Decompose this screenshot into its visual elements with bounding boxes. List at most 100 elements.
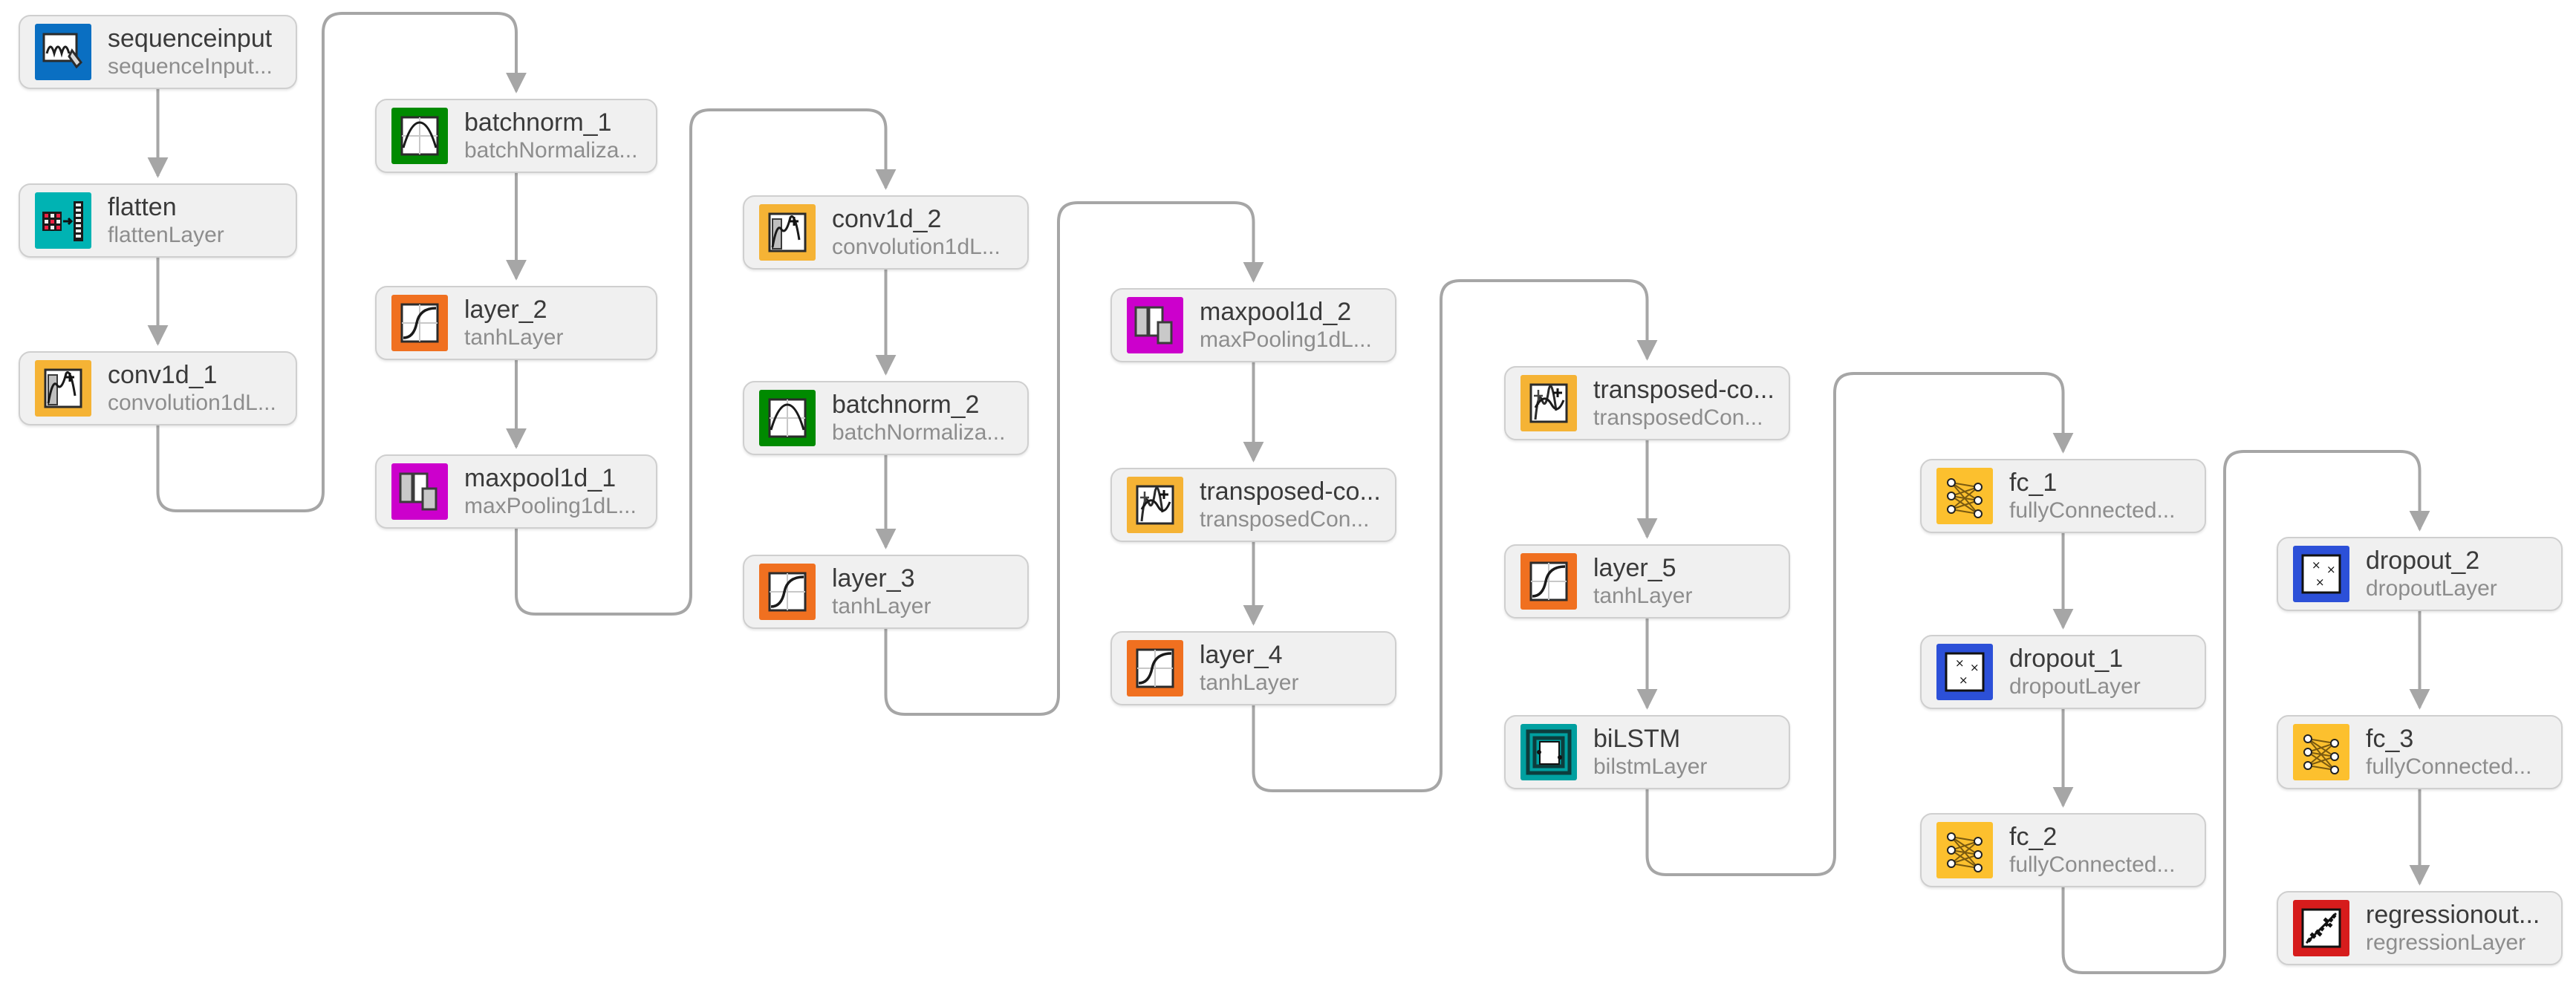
layer-node-subtitle: tanhLayer: [1593, 584, 1693, 609]
layer-node-subtitle: dropoutLayer: [2009, 674, 2141, 699]
layer-node-subtitle: transposedCon...: [1593, 405, 1763, 431]
layer-node-title: batchnorm_1: [464, 108, 612, 137]
layer-node-subtitle: fullyConnected...: [2366, 754, 2532, 780]
layer-node-subtitle: bilstmLayer: [1593, 754, 1708, 780]
layer-node-title: fc_3: [2366, 725, 2414, 754]
svg-text:×: ×: [1970, 661, 1980, 674]
edge-connector: [515, 108, 897, 616]
layer-node-subtitle: convolution1dL...: [832, 235, 1001, 260]
layer-node-subtitle: tanhLayer: [464, 325, 564, 350]
layer-node-title: transposed-co...: [1200, 477, 1379, 506]
layer-node-transposed_conv_2[interactable]: transposed-co...transposedCon...: [1504, 366, 1790, 440]
layer-node-title: dropout_2: [2366, 546, 2480, 575]
layer-node-title: maxpool1d_1: [464, 464, 617, 493]
layer-node-title: conv1d_1: [108, 361, 218, 390]
dropout-icon: ×××: [1936, 644, 1993, 700]
tanh-icon: [1127, 640, 1183, 696]
layer-node-subtitle: transposedCon...: [1200, 507, 1370, 532]
layer-node-subtitle: maxPooling1dL...: [1200, 327, 1372, 353]
svg-text:×: ×: [2315, 575, 2325, 589]
layer-node-title: layer_2: [464, 296, 547, 324]
layer-node-title: biLSTM: [1593, 725, 1681, 754]
fully-connected-icon: [1936, 468, 1993, 524]
layer-node-title: regressionout...: [2366, 901, 2540, 930]
layer-node-title: layer_4: [1200, 641, 1283, 670]
layer-node-subtitle: batchNormaliza...: [832, 420, 1006, 446]
tanh-icon: [391, 295, 448, 351]
layer-node-transposed_conv_1[interactable]: transposed-co...transposedCon...: [1110, 468, 1396, 542]
layer-node-title: maxpool1d_2: [1200, 298, 1352, 327]
transposed-conv-icon: [1127, 477, 1183, 533]
layer-node-title: layer_5: [1593, 554, 1676, 583]
batchnorm-icon: [759, 390, 816, 446]
layer-node-title: conv1d_2: [832, 205, 942, 234]
convolution-icon: [759, 204, 816, 261]
layer-node-subtitle: flattenLayer: [108, 223, 224, 248]
layer-node-labels: transposed-co...transposedCon...: [1593, 375, 1772, 431]
layer-node-subtitle: tanhLayer: [832, 594, 931, 619]
layer-node-title: sequenceinput: [108, 25, 273, 53]
tanh-icon: [1520, 553, 1577, 610]
edge-connector: [1645, 372, 2074, 876]
bilstm-icon: [1520, 724, 1577, 780]
layer-node-subtitle: sequenceInput...: [108, 54, 273, 79]
layer-node-title: transposed-co...: [1593, 376, 1772, 405]
layer-node-title: batchnorm_2: [832, 391, 980, 420]
layer-node-subtitle: convolution1dL...: [108, 391, 276, 416]
layer-node-subtitle: fullyConnected...: [2009, 498, 2176, 523]
layer-node-subtitle: regressionLayer: [2366, 930, 2526, 956]
transposed-conv-icon: [1520, 375, 1577, 431]
layer-node-subtitle: batchNormaliza...: [464, 138, 638, 163]
layer-node-subtitle: maxPooling1dL...: [464, 494, 637, 519]
layer-node-title: fc_1: [2009, 469, 2058, 497]
flatten-icon: [35, 192, 91, 249]
maxpool-icon: [391, 463, 448, 520]
maxpool-icon: [1127, 297, 1183, 353]
layer-node-subtitle: tanhLayer: [1200, 670, 1299, 696]
layer-node-subtitle: fullyConnected...: [2009, 852, 2176, 878]
regression-icon: [2293, 900, 2349, 956]
layer-node-labels: transposed-co...transposedCon...: [1200, 477, 1379, 533]
layer-node-regressionoutput[interactable]: regressionout...regressionLayer: [2277, 891, 2563, 965]
sequence-input-icon: [35, 24, 91, 80]
svg-text:×: ×: [2326, 563, 2336, 576]
tanh-icon: [759, 564, 816, 620]
svg-text:×: ×: [2312, 558, 2321, 572]
